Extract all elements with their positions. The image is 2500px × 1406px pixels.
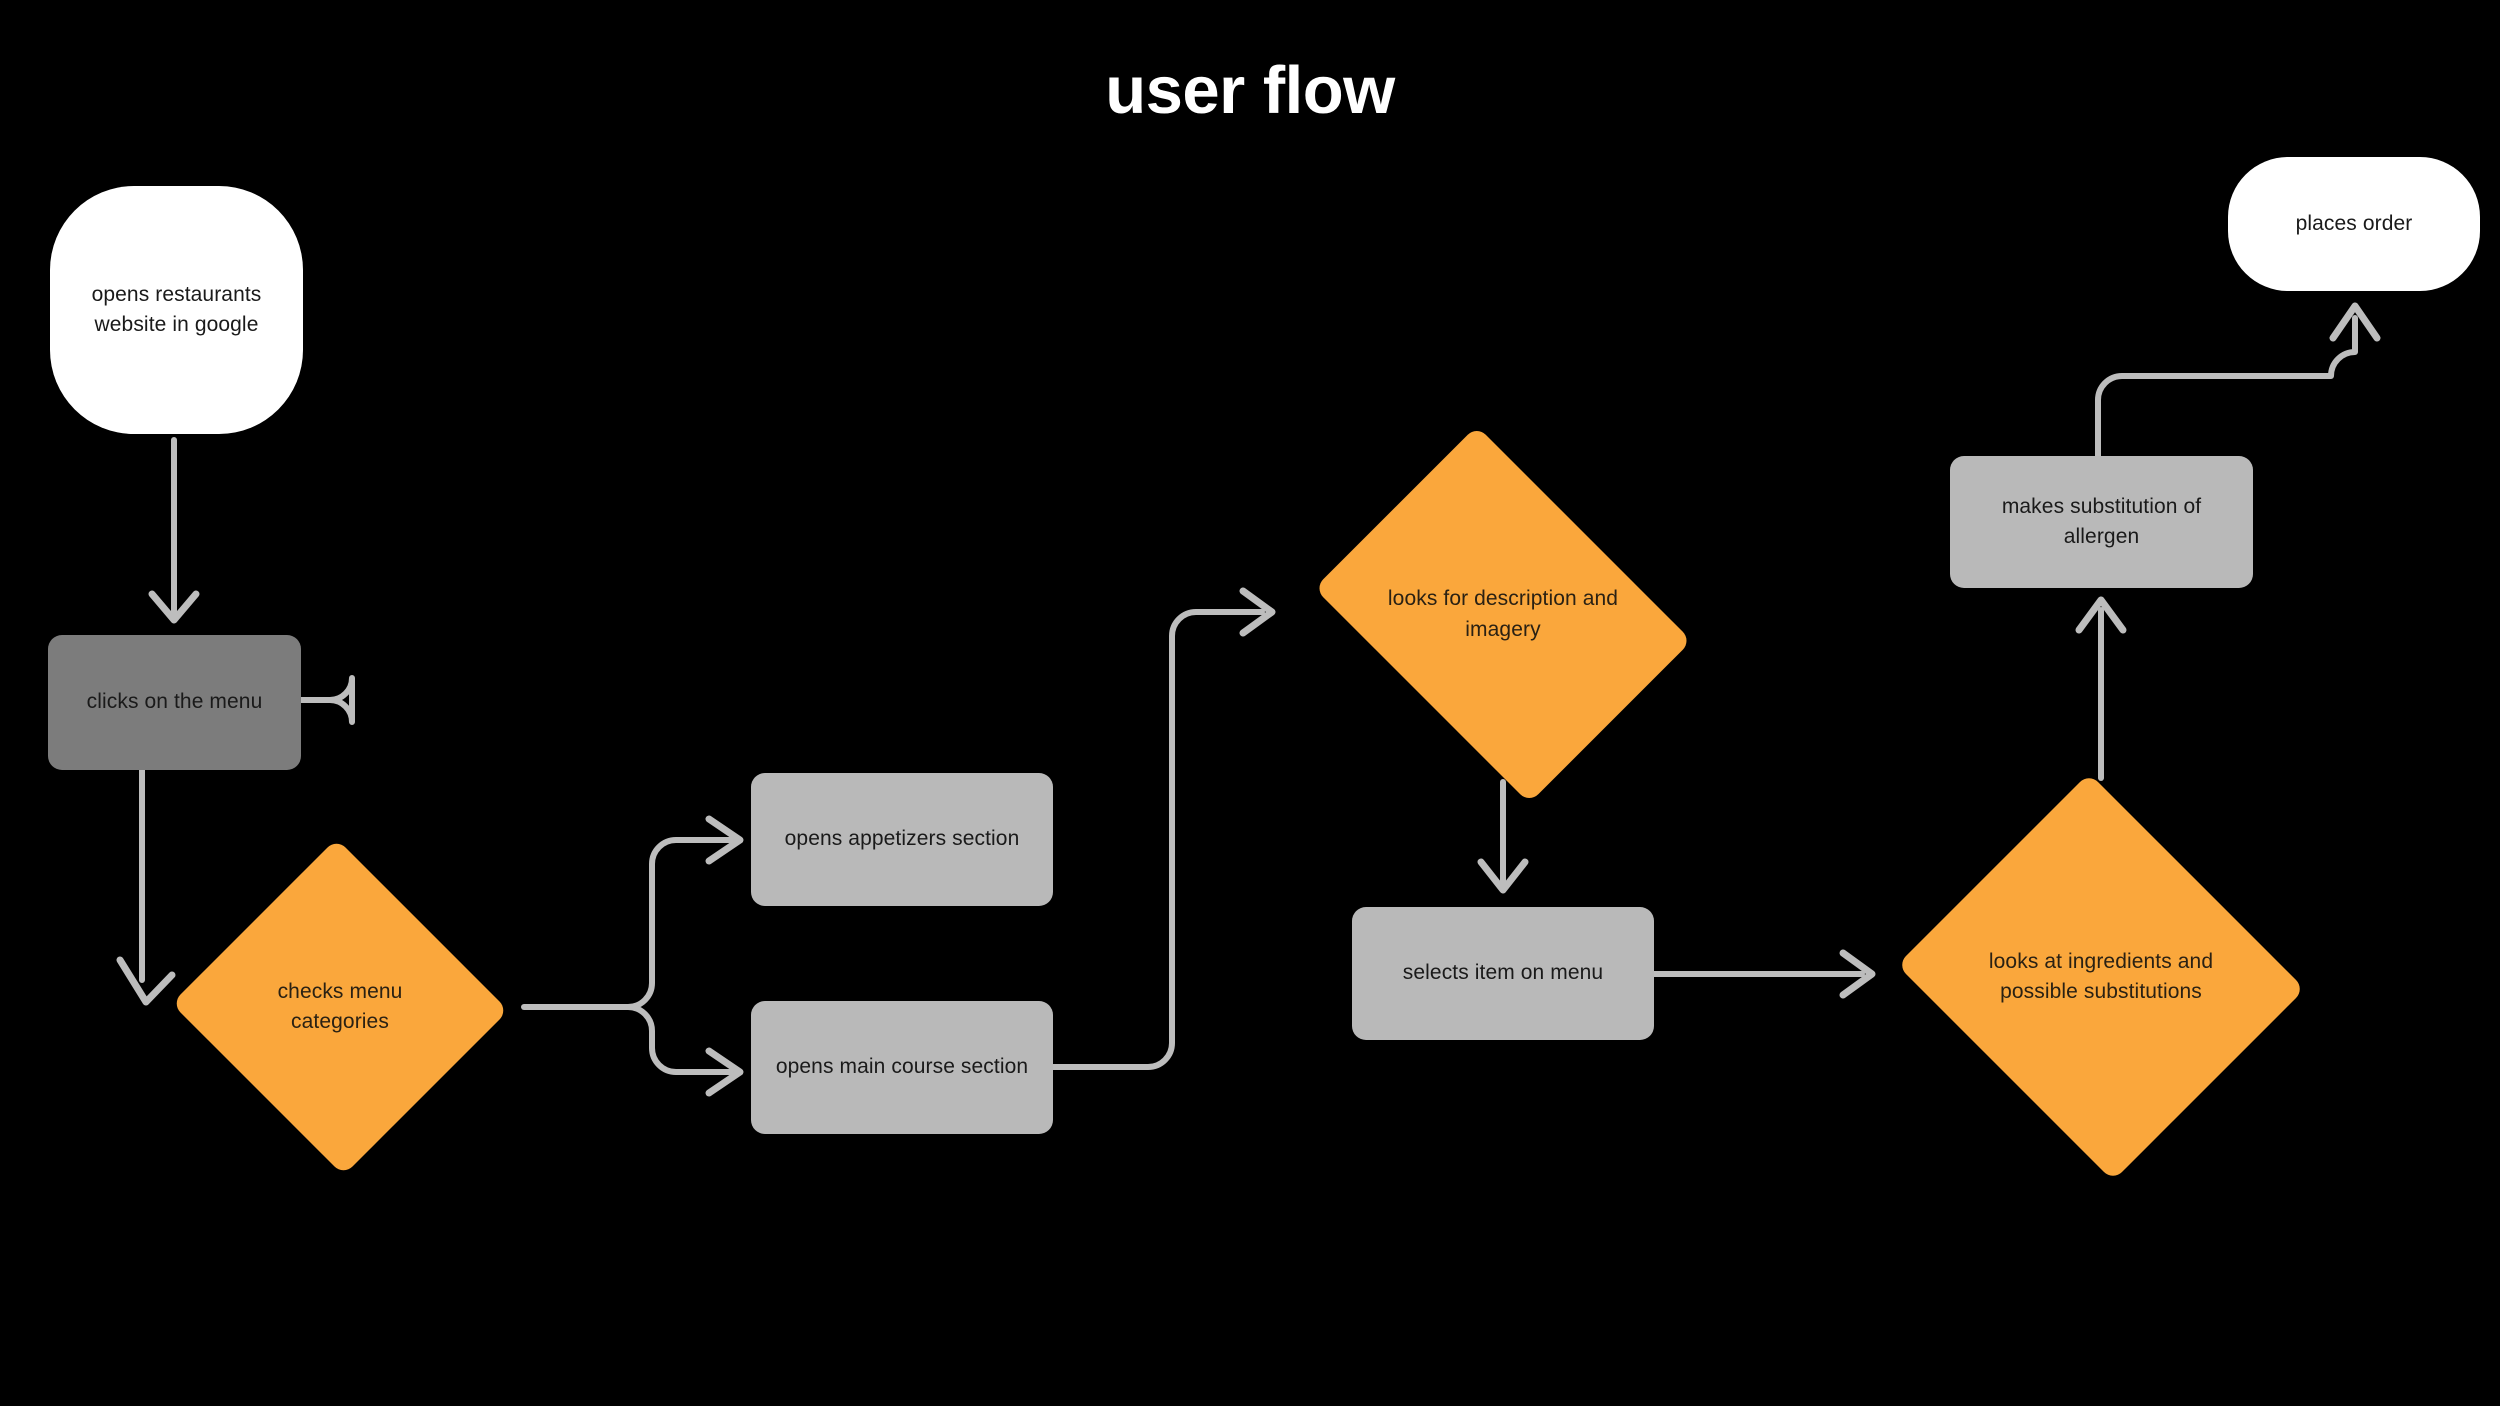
node-looks-for-description-and-imagery[interactable]: looks for description and imagery	[1288, 425, 1718, 804]
node-label: looks for description and imagery	[1387, 587, 1619, 641]
edge-makes-substitution-to-places-order	[2095, 302, 2381, 459]
node-checks-menu-categories[interactable]: checks menu categories	[168, 838, 512, 1176]
node-looks-at-ingredients-and-possible-substitutions[interactable]: looks at ingredients and possible substi…	[1885, 772, 2317, 1182]
node-label: looks at ingredients and possible substi…	[1988, 949, 2214, 1003]
page-title: user flow	[1105, 53, 1395, 128]
node-opens-appetizers-section[interactable]: opens appetizers section	[751, 773, 1053, 906]
node-label: makes substitution of allergen	[2001, 494, 2202, 548]
node-label: selects item on menu	[1402, 961, 1604, 985]
node-opens-main-course-section[interactable]: opens main course section	[751, 1001, 1053, 1134]
node-makes-substitution-of-allergen[interactable]: makes substitution of allergen	[1950, 456, 2253, 588]
edge-description-to-selects-item	[1477, 779, 1529, 894]
node-label: checks menu categories	[277, 979, 403, 1033]
node-places-order[interactable]: places order	[2228, 157, 2480, 291]
node-label: opens main course section	[775, 1055, 1029, 1079]
node-label: clicks on the menu	[86, 690, 263, 714]
node-label: opens restaurants website in google	[91, 282, 262, 336]
node-selects-item-on-menu[interactable]: selects item on menu	[1352, 907, 1654, 1040]
node-label: places order	[2295, 211, 2413, 235]
edge-main-course-to-description	[1050, 587, 1276, 1070]
edge-checks-categories-branch	[521, 815, 744, 1097]
node-clicks-on-the-menu[interactable]: clicks on the menu	[48, 635, 301, 770]
node-start-opens-restaurants-website[interactable]: opens restaurants website in google	[50, 186, 303, 434]
node-label: opens appetizers section	[784, 827, 1020, 851]
edge-selects-item-to-ingredients	[1651, 949, 1876, 999]
edge-ingredients-to-makes-substitution	[2075, 596, 2127, 781]
edge-start-to-clicks-menu	[148, 437, 200, 624]
